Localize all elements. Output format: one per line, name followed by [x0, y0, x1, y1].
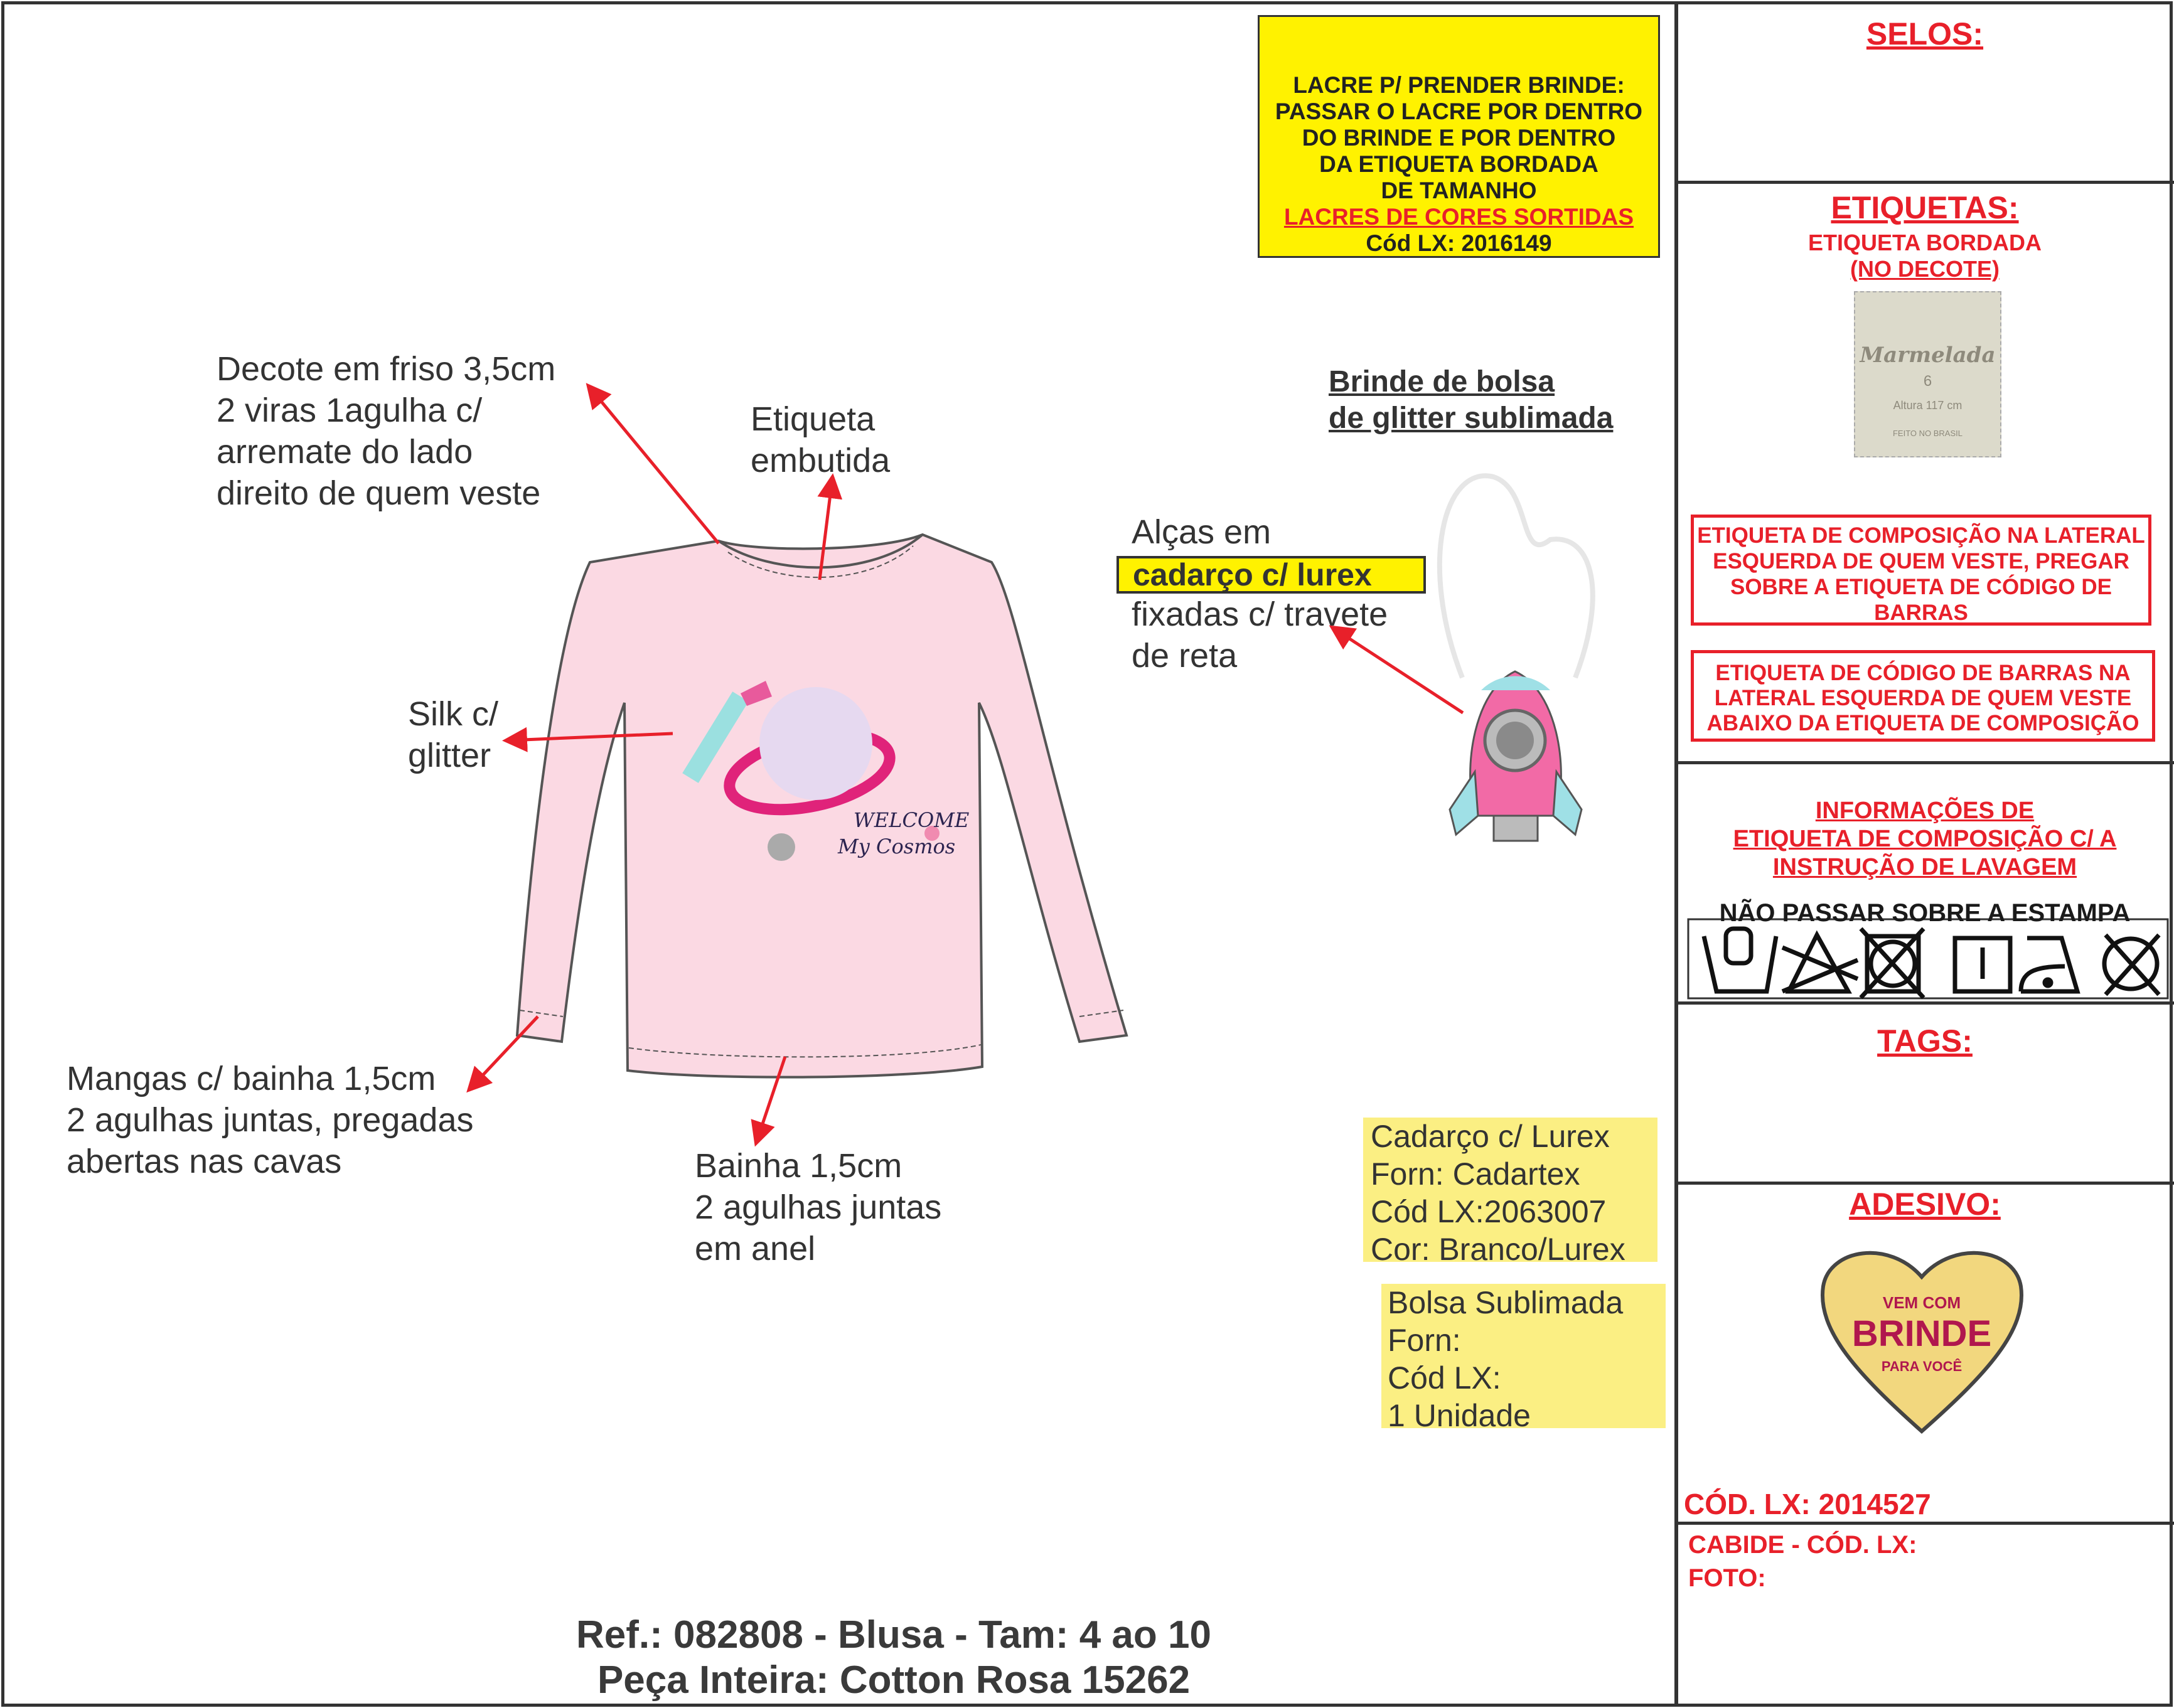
woven-label-image: Marmelada 6 Altura 117 cm FEITO NO BRASI…	[1854, 291, 2001, 457]
reference-line1: Ref.: 082808 - Blusa - Tam: 4 ao 10	[576, 1613, 1211, 1657]
brinde-line: de glitter sublimada	[1329, 402, 1614, 435]
sticker-bottom: PARA VOCÊ	[1882, 1358, 1962, 1374]
lacre-instruction-box: LACRE P/ PRENDER BRINDE: PASSAR O LACRE …	[1258, 15, 1660, 258]
annotation-alcas-fix: fixadas c/ travete de reta	[1132, 595, 1388, 675]
no-tumble-dry-icon	[1859, 927, 1925, 1000]
etiqueta-bordada: ETIQUETA BORDADA	[1808, 230, 2042, 255]
info-title: INFORMAÇÕES DE ETIQUETA DE COMPOSIÇÃO C/…	[1678, 797, 2171, 882]
annotation-silk: Silk c/ glitter	[408, 695, 499, 774]
arrows	[466, 383, 1464, 1147]
material-box-cadarco: Cadarço c/ Lurex Forn: Cadartex Cód LX:2…	[1363, 1118, 1657, 1267]
annotation-alcas: Alças em	[1132, 513, 1272, 551]
etiquetas-title: ETIQUETAS:	[1831, 190, 2019, 225]
info-line: INSTRUÇÃO DE LAVAGEM	[1772, 854, 2077, 880]
material-line: Cor: Branco/Lurex	[1371, 1232, 1625, 1267]
label-origin: FEITO NO BRASIL	[1892, 429, 1962, 438]
reference: Ref.: 082808 - Blusa - Tam: 4 ao 10 Peça…	[0, 1613, 1674, 1703]
divider	[1674, 1001, 2174, 1005]
brinde-line: Brinde de bolsa	[1329, 365, 1555, 398]
rocket-bag-drawing	[1437, 473, 1595, 842]
divider	[1674, 1522, 2174, 1525]
annotation-decote: Decote em friso 3,5cm 2 viras 1agulha c/…	[217, 350, 556, 512]
lacre-line: DE TAMANHO	[1381, 178, 1537, 203]
material-line: Cód LX:	[1388, 1360, 1501, 1396]
selos-title: SELOS:	[1866, 16, 1984, 51]
adesivo-code: CÓD. LX: 2014527	[1684, 1488, 1931, 1520]
iron-icon	[2018, 936, 2080, 994]
info-line: INFORMAÇÕES DE	[1815, 798, 2035, 824]
material-line: Cadarço c/ Lurex	[1371, 1119, 1610, 1154]
adesivo-title: ADESIVO:	[1849, 1187, 2001, 1222]
material-line: Bolsa Sublimada	[1388, 1285, 1624, 1320]
print-welcome: WELCOME	[854, 808, 969, 832]
nao-passar-warning: NÃO PASSAR SOBRE A ESTAMPA	[1719, 899, 2131, 927]
material-line: Cód LX:2063007	[1371, 1194, 1607, 1229]
label-height: Altura 117 cm	[1893, 399, 1962, 412]
annotation-etiqueta: Etiqueta embutida	[751, 400, 891, 479]
divider	[1674, 761, 2174, 764]
sticker-top: VEM COM	[1883, 1293, 1961, 1312]
label-size: 6	[1923, 373, 1932, 390]
foto-label: FOTO:	[1688, 1564, 1766, 1592]
lacre-line: PASSAR O LACRE POR DENTRO	[1275, 99, 1643, 124]
material-line: Forn: Cadartex	[1371, 1156, 1580, 1192]
info-line: ETIQUETA DE COMPOSIÇÃO C/ A	[1733, 826, 2117, 852]
no-bleach-icon	[1781, 930, 1859, 994]
sticker-main: BRINDE	[1852, 1313, 1991, 1354]
lacre-line: DA ETIQUETA BORDADA	[1319, 151, 1598, 177]
hand-wash-icon	[1701, 926, 1779, 994]
sticker-heart	[1821, 1251, 2023, 1434]
annotation-mangas: Mangas c/ bainha 1,5cm 2 agulhas juntas,…	[67, 1060, 474, 1180]
lacre-line: DO BRINDE E POR DENTRO	[1302, 125, 1616, 151]
material-box-bolsa: Bolsa Sublimada Forn: Cód LX: 1 Unidade	[1381, 1284, 1666, 1433]
material-line: Forn:	[1388, 1323, 1461, 1358]
divider	[1674, 1182, 2174, 1185]
lacre-highlight: LACRES DE CORES SORTIDAS	[1283, 204, 1634, 230]
side-panel-divider	[1674, 1, 1678, 1707]
shirt-drawing	[515, 533, 1128, 1079]
alcas-highlight: cadarço c/ lurex	[1116, 556, 1426, 594]
care-symbols	[1701, 926, 2161, 1000]
line-dry-icon	[1952, 936, 2013, 994]
tags-title: TAGS:	[1877, 1023, 1973, 1059]
no-decote: (NO DECOTE)	[1850, 256, 2000, 282]
print-my-cosmos: My Cosmos	[837, 835, 955, 858]
annotation-bainha: Bainha 1,5cm 2 agulhas juntas em anel	[695, 1147, 942, 1268]
cabide-code: CABIDE - CÓD. LX:	[1688, 1531, 1917, 1559]
material-line: 1 Unidade	[1388, 1398, 1531, 1433]
label-brand: Marmelada	[1860, 343, 1996, 368]
codigo-barras-box: ETIQUETA DE CÓDIGO DE BARRAS NA LATERAL …	[1691, 650, 2155, 742]
annotation-brinde: Brinde de bolsa de glitter sublimada	[1329, 364, 1613, 437]
lacre-line: LACRE P/ PRENDER BRINDE:	[1293, 72, 1625, 98]
composicao-box: ETIQUETA DE COMPOSIÇÃO NA LATERAL ESQUER…	[1691, 515, 2151, 626]
reference-line2: Peça Inteira: Cotton Rosa 15262	[597, 1658, 1191, 1702]
lacre-code: Cód LX: 2016149	[1366, 230, 1552, 256]
divider	[1674, 181, 2174, 184]
no-dry-clean-icon	[2102, 933, 2161, 996]
